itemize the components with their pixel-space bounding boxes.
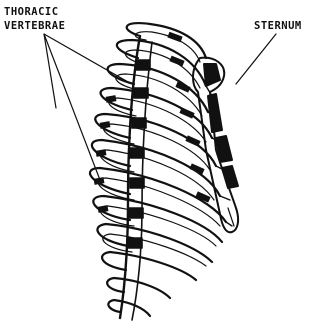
vertebra-4 bbox=[130, 148, 144, 158]
thoracic-vertebrae-label-line2: VERTEBRAE bbox=[4, 20, 65, 32]
rib-12 bbox=[108, 300, 150, 316]
thoracic-leader-lines bbox=[44, 34, 128, 180]
rib-4 bbox=[101, 88, 212, 138]
sternum-leader-line bbox=[236, 34, 276, 84]
rib-10 bbox=[102, 252, 196, 280]
thoracic-vertebrae-label-line1: THORACIC bbox=[4, 6, 59, 18]
leader-line-lower bbox=[44, 34, 100, 180]
leader-line-mid bbox=[44, 34, 56, 108]
sternum bbox=[193, 58, 238, 233]
leader-line-upper bbox=[44, 34, 128, 82]
sternum-label: STERNUM bbox=[254, 20, 302, 32]
